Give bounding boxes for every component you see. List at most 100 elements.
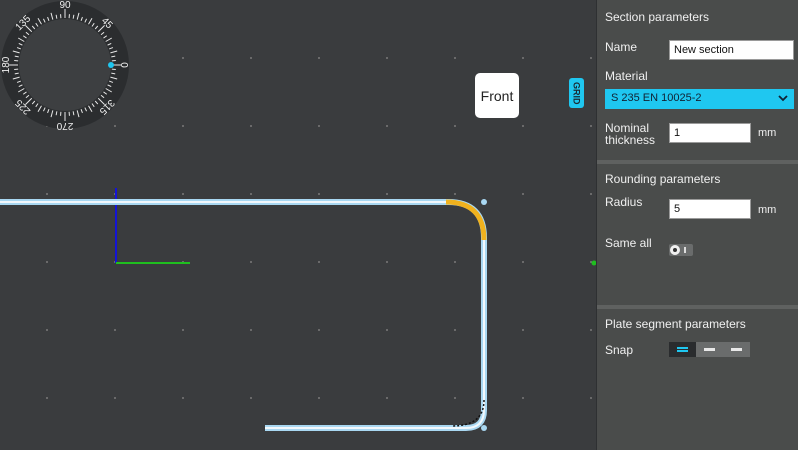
snap-option-top[interactable] [696, 342, 723, 357]
corner-node[interactable] [481, 199, 487, 205]
compass-tick [16, 47, 22, 50]
compass-tick [91, 103, 95, 108]
radius-unit: mm [758, 204, 777, 216]
compass-tick [12, 76, 20, 80]
properties-panel: Section parameters Name Material S 235 E… [596, 0, 798, 450]
compass-tick [100, 31, 105, 36]
compass-label-270: 270 [56, 120, 73, 130]
compass-tick [103, 91, 108, 95]
compass-tick [16, 80, 22, 83]
nominal-thickness-input[interactable] [669, 123, 751, 143]
compass-tick [42, 18, 46, 23]
material-label: Material [605, 69, 648, 83]
same-all-label: Same all [605, 236, 652, 250]
material-select-value: S 235 EN 10025-2 [611, 92, 702, 104]
rounding-parameters-title: Rounding parameters [605, 172, 721, 186]
compass-tick [94, 100, 99, 105]
compass-tick [105, 37, 113, 42]
grid-toggle-button[interactable]: GRID [569, 78, 584, 108]
compass-tick [76, 110, 80, 118]
snap-label: Snap [605, 343, 634, 357]
compass-tick [50, 12, 54, 20]
section-drawing[interactable] [0, 0, 596, 450]
compass-tick [84, 107, 88, 112]
compass-tick [14, 72, 19, 75]
view-compass[interactable]: 0 45 90 135 180 225 270 315 [0, 0, 130, 130]
compass-tick [31, 25, 36, 30]
compass-tick [110, 50, 118, 54]
snap-option-bottom[interactable] [723, 342, 750, 357]
compass-tick [97, 97, 105, 105]
compass-tick [94, 25, 99, 30]
compass-tick [72, 14, 75, 19]
compass-tick [84, 18, 88, 23]
section-parameters-title: Section parameters [605, 10, 710, 24]
toggle-knob [670, 245, 680, 255]
compass-tick [80, 16, 83, 22]
section-divider [597, 305, 798, 309]
compass-tick [88, 17, 93, 25]
compass-tick [76, 12, 80, 20]
rounding-indicator [451, 399, 485, 427]
compass-tick [107, 84, 112, 88]
name-label: Name [605, 40, 638, 54]
compass-tick [105, 88, 113, 93]
compass-tick [17, 88, 25, 93]
radius-label: Radius [605, 195, 643, 209]
compass-tick [88, 105, 93, 113]
axis-end-node [591, 260, 596, 266]
compass-tick [14, 55, 19, 58]
compass-tick [37, 105, 42, 113]
chevron-down-icon [778, 95, 788, 102]
compass-tick [111, 72, 116, 75]
compass-tick [37, 17, 42, 25]
compass-tick [25, 94, 30, 99]
compass-tick [31, 100, 36, 105]
compass-label-0: 0 [118, 62, 129, 68]
compass-tick [91, 22, 95, 27]
snap-option-center[interactable] [669, 342, 696, 357]
section-profile-centerline [0, 201, 485, 429]
compass-tick [110, 76, 118, 80]
nominal-thickness-label: Nominal thickness [605, 121, 656, 147]
compass-tick [103, 35, 108, 39]
compass-tick [80, 108, 83, 114]
compass-tick [97, 25, 105, 33]
compass-tick [107, 42, 112, 46]
compass-tick [17, 37, 25, 42]
toggle-on-mark [684, 247, 686, 253]
front-view-button[interactable]: Front [475, 73, 519, 118]
compass-tick [22, 35, 27, 39]
compass-tick [25, 25, 33, 33]
section-profile[interactable] [0, 199, 487, 431]
compass-tick [25, 97, 33, 105]
radius-input[interactable] [669, 199, 751, 219]
compass-tick [35, 22, 39, 27]
name-input[interactable] [669, 40, 794, 60]
compass-tick [55, 14, 58, 19]
thickness-unit: mm [758, 127, 777, 139]
snap-selector[interactable] [669, 342, 750, 357]
compass-tick [47, 108, 50, 114]
compass-label-90: 90 [59, 0, 71, 11]
same-all-toggle[interactable] [669, 244, 693, 256]
rounding-highlight[interactable] [445, 199, 487, 241]
compass-tick [111, 55, 116, 58]
viewport-canvas[interactable]: 0 45 90 135 180 225 270 315 Front GRID [0, 0, 596, 450]
compass-tick [22, 91, 27, 95]
corner-node[interactable] [481, 425, 487, 431]
compass-tick [47, 16, 50, 22]
compass-tick [100, 94, 105, 99]
compass-tick [108, 47, 114, 50]
compass-tick [12, 50, 20, 54]
plate-segment-parameters-title: Plate segment parameters [605, 317, 746, 331]
compass-label-180: 180 [1, 56, 12, 73]
compass-marker[interactable] [108, 62, 114, 68]
material-select[interactable]: S 235 EN 10025-2 [605, 89, 794, 109]
compass-tick [108, 80, 114, 83]
compass-tick [35, 103, 39, 108]
compass-tick [18, 84, 23, 88]
compass-tick [55, 111, 58, 116]
compass-tick [42, 107, 46, 112]
compass-tick [25, 31, 30, 36]
